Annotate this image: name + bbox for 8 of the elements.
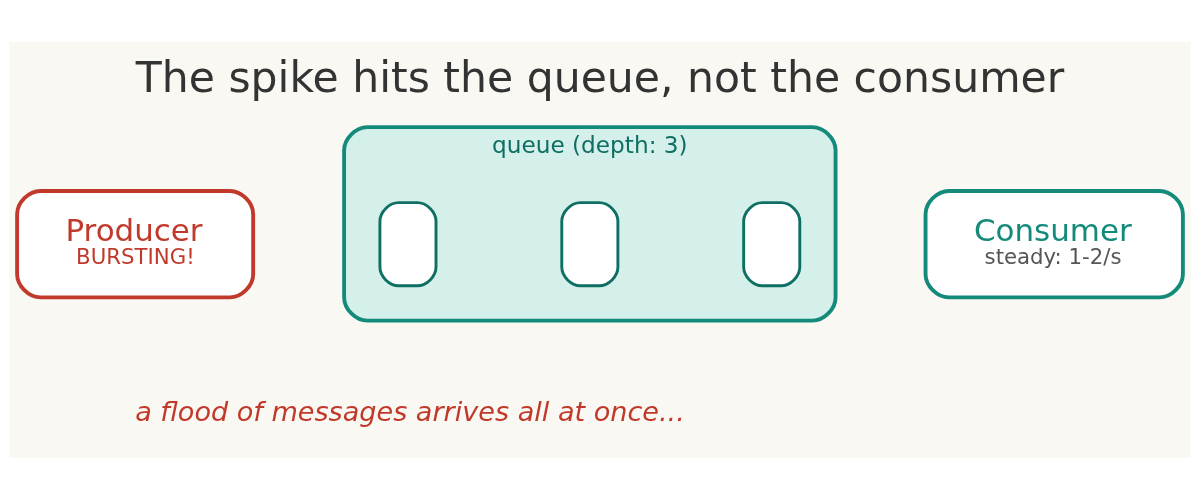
node-box (742, 201, 802, 288)
node-box: Producer BURSTING! (15, 189, 256, 300)
node-box (378, 201, 438, 288)
node-box (560, 201, 620, 288)
diagram-title: The spike hits the queue, not the consumer (135, 51, 1065, 102)
cluster: queue (depth: 3) (342, 125, 838, 323)
label: a flood of messages arrives all at once... (135, 395, 685, 427)
node-box: Consumer steady: 1-2/s (923, 189, 1185, 300)
